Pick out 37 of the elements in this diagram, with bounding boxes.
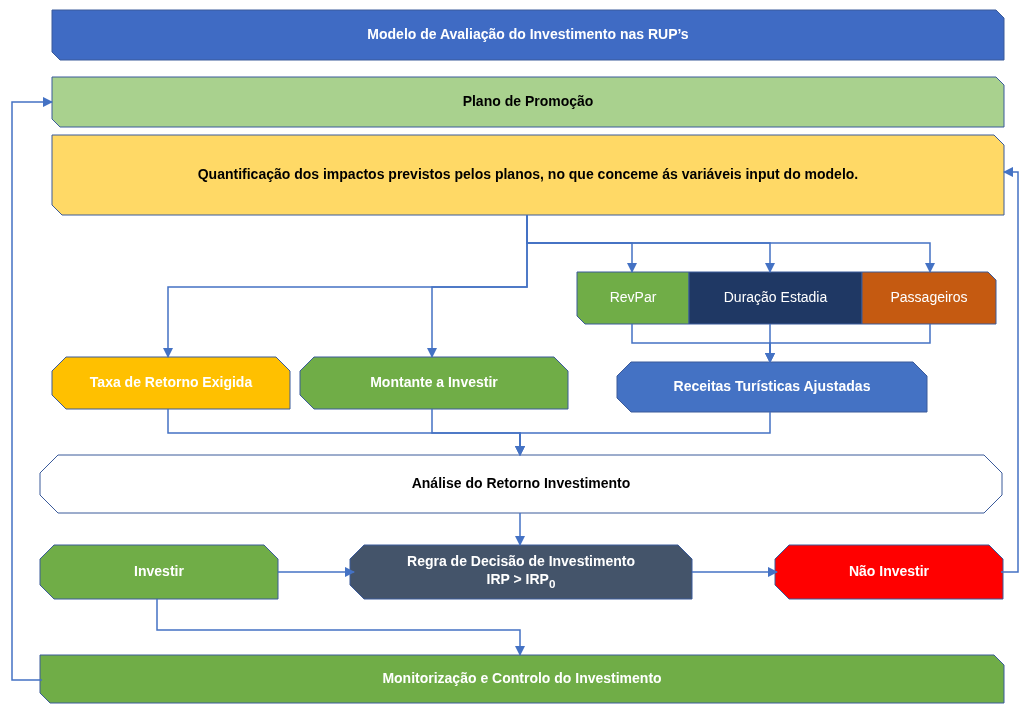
input-box [52, 357, 290, 409]
analysis-box [40, 455, 1002, 513]
connector-arrow [514, 411, 771, 457]
input-box [617, 362, 927, 412]
node-label: Regra de Decisão de Investimento [406, 553, 636, 571]
connector-arrow [691, 566, 779, 578]
node-label: Taxa de Retorno Exigida [88, 374, 254, 392]
input-box [300, 357, 568, 409]
node-label: Quantificação dos impactos previstos pelos planos, no que conceme ás variáveis input do modelo. [196, 166, 860, 184]
node-label: Análise do Retorno Investimento [410, 475, 632, 493]
connector-arrow [156, 598, 526, 657]
connector-arrow [1000, 166, 1019, 573]
formula-text: IRP > IRP$_{0}$ [485, 570, 557, 591]
connector-arrow [514, 512, 526, 547]
outcome-box [40, 545, 278, 599]
node-label: RevPar [608, 289, 658, 307]
node-label: Passageiros [889, 289, 969, 307]
node-label: Monitorização e Controlo do Investimento [381, 670, 663, 688]
node-label: Plano de Promoção [461, 93, 595, 111]
node-label: Montante a Investir [369, 374, 499, 392]
connector-arrow [277, 566, 356, 578]
outcome-box [775, 545, 1003, 599]
title-text: Modelo de Avaliação do Investimento nas RUP’s [366, 26, 690, 44]
connector-arrow [764, 323, 931, 364]
title-banner [52, 10, 1004, 60]
connector-arrow [11, 96, 54, 681]
node-label: Não Investir [847, 563, 931, 581]
variable-box [689, 272, 862, 324]
decision-box [350, 545, 692, 599]
process-banner [40, 655, 1004, 703]
node-label: Investir [133, 563, 185, 581]
variable-box [862, 272, 996, 324]
variable-box [577, 272, 689, 324]
node-label: Receitas Turísticas Ajustadas [672, 378, 872, 396]
node-label: Duração Estadia [722, 289, 829, 307]
process-banner [52, 135, 1004, 215]
process-banner [52, 77, 1004, 127]
